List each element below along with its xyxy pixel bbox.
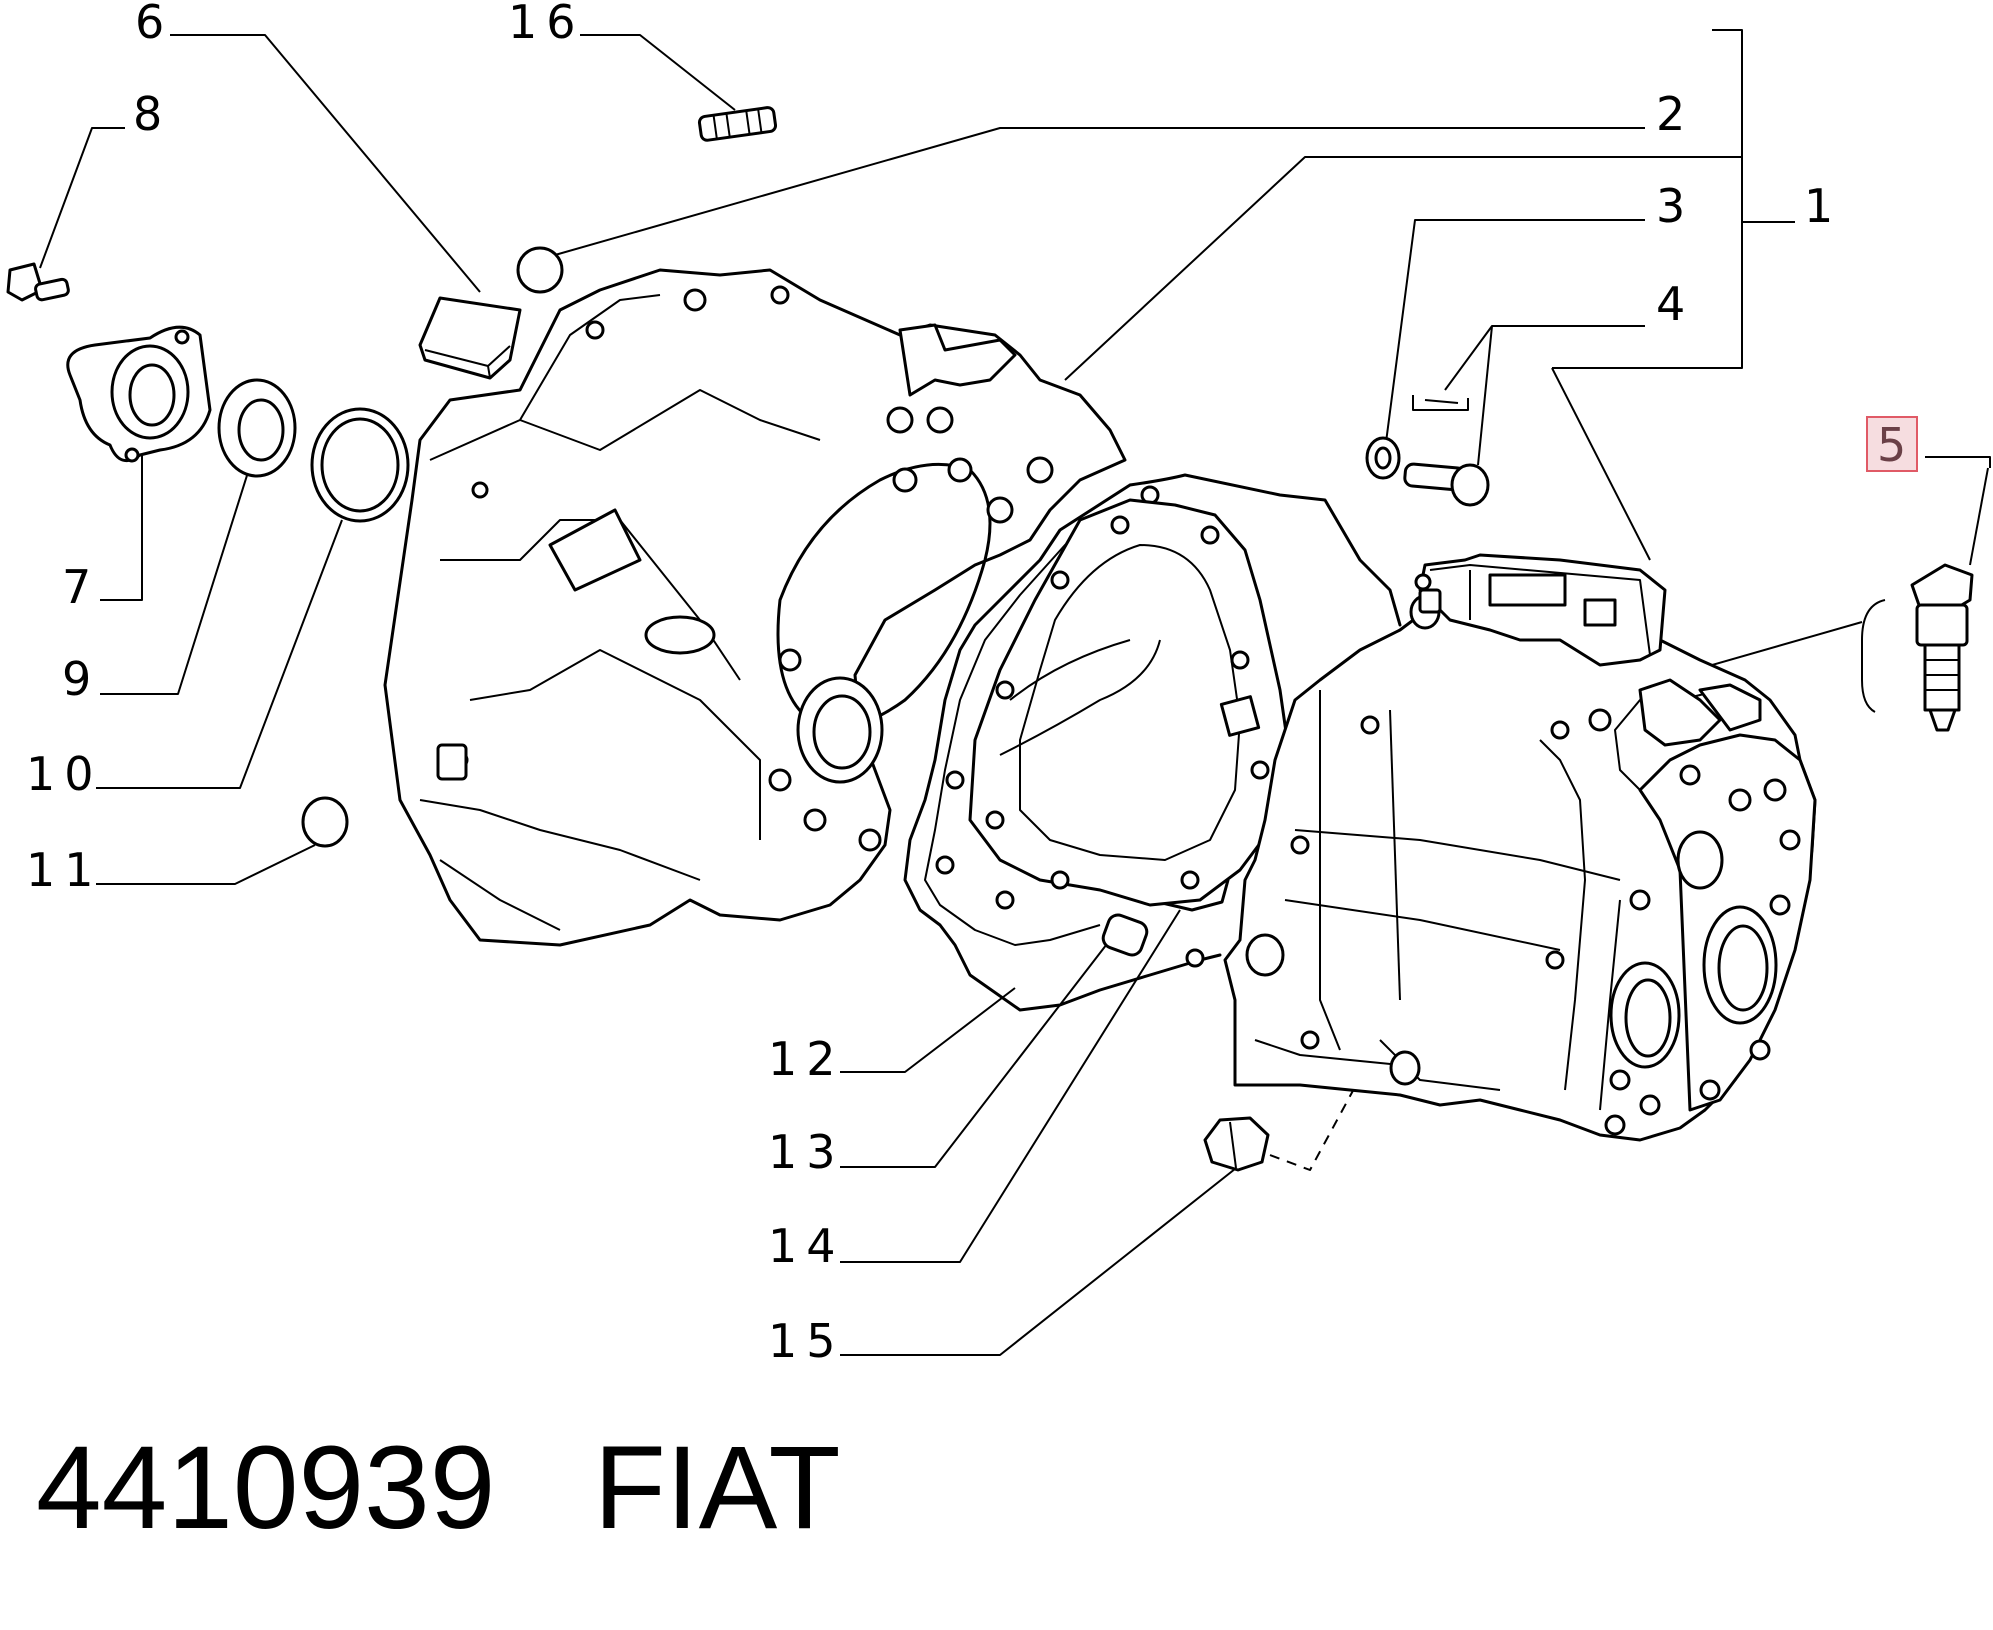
callout-5: 5 [1877, 418, 1906, 472]
callout-10: 10 [26, 747, 103, 801]
callout-3: 3 [1656, 179, 1694, 233]
callout-2: 2 [1656, 87, 1694, 141]
plug-2 [516, 246, 564, 294]
callout-1: 1 [1804, 179, 1842, 233]
part-number: 4410939 [36, 1422, 496, 1554]
callout-5-highlight: 5 [1866, 416, 1918, 472]
stud-16 [697, 106, 778, 142]
callout-9: 9 [62, 652, 100, 706]
callout-16: 16 [508, 0, 585, 49]
gearbox-housing [1223, 553, 1817, 1142]
bearing-cover-7 [66, 325, 212, 463]
seal-9 [217, 378, 297, 478]
breather-fitting [1409, 573, 1442, 630]
callout-15: 15 [768, 1314, 845, 1368]
leader-lines [39, 29, 1991, 1356]
plug-11 [301, 796, 349, 848]
callout-14: 14 [768, 1219, 845, 1273]
pad-6 [418, 296, 522, 380]
bolt-4 [1403, 395, 1490, 507]
o-ring-10 [310, 407, 410, 523]
clutch-housing [383, 268, 1127, 947]
washer-3 [1365, 436, 1401, 480]
brand-name: FIAT [593, 1422, 841, 1554]
callout-11: 11 [26, 843, 103, 897]
intermediate-cover [968, 498, 1292, 907]
drain-plug-15 [1203, 1116, 1270, 1172]
callout-4: 4 [1656, 277, 1694, 331]
callout-13: 13 [768, 1125, 845, 1179]
reverse-light-switch-5 [1910, 563, 1974, 732]
footer-caption: 4410939 FIAT [36, 1420, 841, 1556]
callout-8: 8 [133, 87, 171, 141]
dowel-13 [1101, 913, 1149, 957]
callout-7: 7 [62, 560, 100, 614]
callout-6: 6 [135, 0, 173, 49]
callout-12: 12 [768, 1032, 845, 1086]
bolt-8 [6, 262, 70, 302]
